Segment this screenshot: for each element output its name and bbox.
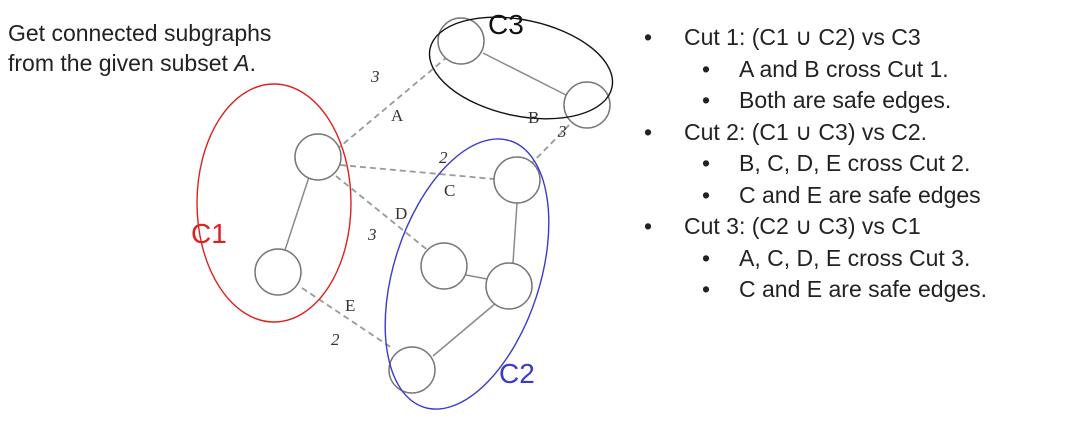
edge-c2-middle bbox=[465, 274, 488, 280]
edge-label-d: D bbox=[395, 204, 407, 223]
edge-label-a: A bbox=[391, 106, 404, 125]
vertex-c2-mid-right bbox=[485, 262, 533, 310]
vertex-c1-top bbox=[294, 133, 342, 181]
edge-weight-c: 2 bbox=[439, 148, 448, 167]
edge-label-e: E bbox=[345, 296, 355, 315]
intro-line-1: Get connected subgraphs bbox=[8, 20, 272, 46]
edge-d bbox=[335, 175, 431, 253]
subset-variable: A bbox=[234, 50, 250, 76]
vertex-c2-top bbox=[493, 156, 541, 204]
edge-a bbox=[335, 57, 447, 151]
vertex-c1-bottom bbox=[254, 248, 302, 296]
cut-1-title: Cut 1: (C1 ∪ C2) vs C3 bbox=[640, 22, 987, 54]
vertex-c2-mid-left bbox=[420, 242, 468, 290]
cut-3-title: Cut 3: (C2 ∪ C3) vs C1 bbox=[640, 211, 987, 243]
intro-line-2: from the given subset A. bbox=[8, 48, 271, 78]
cluster-label-c1: C1 bbox=[191, 218, 227, 249]
edge-weight-d: 3 bbox=[367, 225, 377, 244]
cut-2-item-1: B, C, D, E cross Cut 2. bbox=[640, 148, 987, 180]
cut-3-item-1: A, C, D, E cross Cut 3. bbox=[640, 243, 987, 275]
cluster-label-c3: C3 bbox=[488, 9, 524, 40]
edge-weight-a: 3 bbox=[370, 67, 380, 86]
edge-c3-internal bbox=[482, 52, 567, 96]
cluster-c2-ellipse bbox=[384, 138, 550, 410]
intro-line-2-prefix: from the given subset bbox=[8, 50, 235, 76]
cut-1-item-2: Both are safe edges. bbox=[640, 85, 987, 117]
edge-c1-internal bbox=[283, 176, 310, 254]
edge-b bbox=[529, 117, 577, 166]
edge-c bbox=[339, 164, 495, 180]
cut-2-title: Cut 2: (C1 ∪ C3) vs C2. bbox=[640, 117, 987, 149]
cut-list: Cut 1: (C1 ∪ C2) vs C3 A and B cross Cut… bbox=[640, 22, 987, 306]
edge-c2-top-right bbox=[512, 202, 518, 264]
vertex-c2-bottom bbox=[388, 346, 436, 394]
intro-text: Get connected subgraphs from the given s… bbox=[8, 18, 271, 78]
edge-label-b: B bbox=[528, 108, 539, 127]
edge-weight-e: 2 bbox=[331, 330, 340, 349]
edge-c2-bottom bbox=[432, 302, 497, 357]
cluster-c3-ellipse bbox=[428, 16, 614, 120]
vertex-c3-right bbox=[563, 81, 611, 129]
edge-label-c: C bbox=[444, 181, 455, 200]
edge-weight-b: 3 bbox=[557, 122, 567, 141]
cut-2-item-2: C and E are safe edges bbox=[640, 180, 987, 212]
vertex-c3-left bbox=[437, 17, 485, 65]
cut-1-item-1: A and B cross Cut 1. bbox=[640, 54, 987, 86]
intro-line-2-suffix: . bbox=[249, 50, 257, 76]
cluster-label-c2: C2 bbox=[499, 358, 535, 389]
edge-e bbox=[301, 287, 393, 349]
cluster-c1-ellipse bbox=[196, 83, 352, 323]
cut-3-item-2: C and E are safe edges. bbox=[640, 274, 987, 306]
